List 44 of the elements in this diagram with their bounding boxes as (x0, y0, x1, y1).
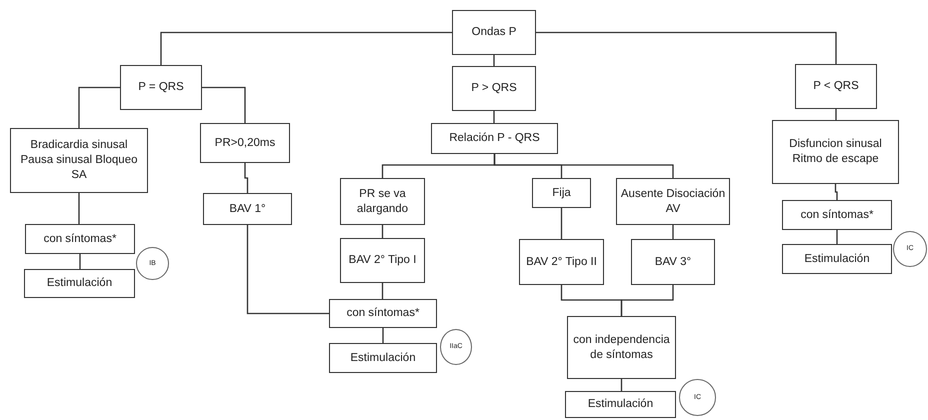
flowchart-box: con independencia de síntomas (567, 316, 676, 379)
flowchart-box: P < QRS (795, 64, 877, 109)
flowchart-box: PR se va alargando (340, 178, 425, 225)
connector-line (246, 225, 329, 314)
flowchart-box: BAV 2° Tipo I (340, 238, 425, 283)
connector-line (79, 254, 81, 269)
flowchart-box: Disfuncion sinusal Ritmo de escape (772, 120, 899, 184)
connector-line (382, 328, 384, 343)
connector-line (494, 154, 674, 178)
flowchart-box: P > QRS (452, 66, 536, 111)
flowchart-box: Ondas P (452, 10, 536, 55)
connector-line (78, 193, 80, 224)
flowchart-box: Relación P - QRS (431, 123, 558, 154)
flowchart-box: Estimulación (24, 269, 135, 298)
flowchart-box: con síntomas* (782, 200, 892, 230)
connector-line (620, 285, 674, 316)
flowchart-box: Estimulación (329, 343, 437, 373)
flowchart-box: Bradicardia sinusal Pausa sinusal Bloqueo SA (10, 128, 148, 193)
connector-line (382, 283, 384, 299)
flowchart-box: con síntomas* (25, 224, 135, 254)
connector-line (560, 208, 562, 239)
flowchart-box: P = QRS (120, 65, 202, 110)
flowchart-box: BAV 3° (631, 239, 715, 285)
connector-line (672, 225, 674, 239)
connector-line (835, 109, 837, 120)
connector-line (536, 32, 837, 64)
connector-line (382, 225, 384, 238)
flowchart-box: Ausente Disociación AV (616, 178, 730, 225)
flowchart-box: Estimulación (565, 391, 676, 418)
connector-line (836, 230, 838, 244)
connector-line (160, 32, 452, 65)
connector-line (244, 163, 248, 193)
connector-line (493, 111, 495, 123)
connector-line (493, 55, 495, 66)
connector-line (620, 379, 622, 391)
connector-line (78, 86, 120, 128)
flowchart-box: Fija (532, 178, 591, 208)
flowchart-box: con síntomas* (329, 299, 437, 328)
flowchart-box: BAV 1° (203, 193, 292, 225)
connector-line (202, 86, 246, 123)
flowchart-box: PR>0,20ms (200, 123, 290, 163)
connector-line (834, 184, 838, 200)
flowchart-box: Estimulación (782, 244, 892, 274)
flowchart-box: BAV 2° Tipo II (519, 239, 604, 285)
